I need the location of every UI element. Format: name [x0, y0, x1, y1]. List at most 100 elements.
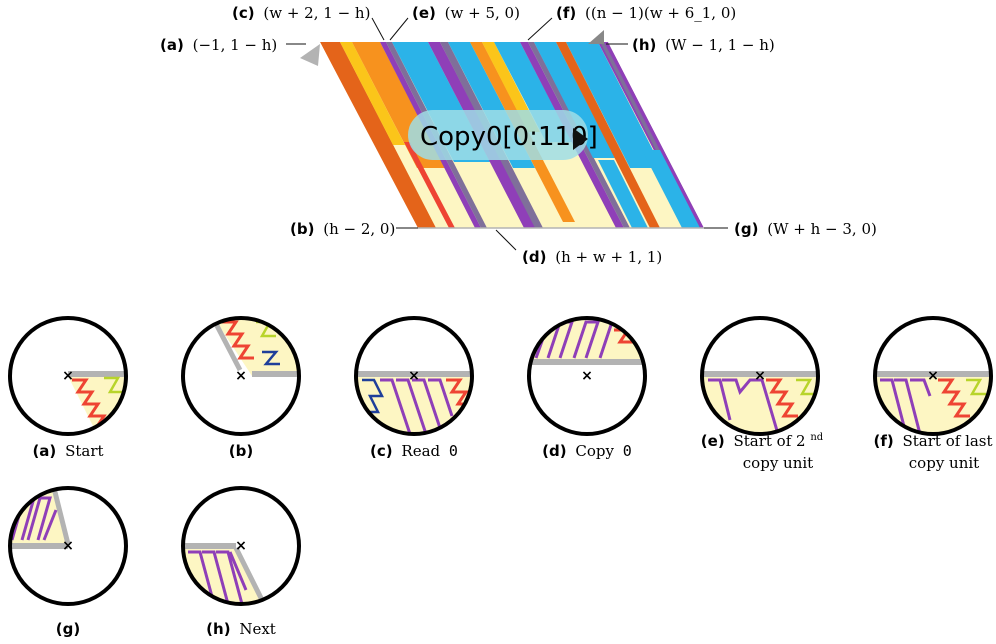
point-label-e: (e) (w + 5, 0)	[412, 4, 520, 22]
panel-e-contents	[702, 371, 818, 434]
caption-a: (a) Start	[32, 442, 103, 460]
lime-zigzag	[104, 376, 124, 394]
leader-d	[495, 229, 517, 251]
point-coord-g: (W + h − 3, 0)	[767, 220, 877, 238]
caption-sup-e: nd	[810, 432, 823, 443]
caption-text-h: Next	[239, 620, 276, 638]
caption-g: (g)	[56, 620, 80, 638]
main-diagram: Copy0[0:110] (a) (−1, 1 − h) (b) (h − 2,…	[160, 4, 877, 266]
panel-b-circle	[181, 316, 301, 436]
panel-g-circle	[8, 486, 128, 606]
point-coord-b: (h − 2, 0)	[323, 220, 395, 238]
play-triangle-icon	[573, 128, 588, 150]
red-zigzag	[938, 378, 970, 418]
zoom-panel-g: ×	[8, 486, 128, 606]
panel-f-circle	[873, 316, 993, 436]
panel-captions: (a) Start (b) (c) Read 0 (d) Copy 0 (e) …	[32, 432, 992, 638]
marker-h-icon	[588, 30, 604, 44]
navy-zigzag	[362, 378, 385, 414]
panel-b-contents	[211, 318, 299, 377]
caption-text-e: Start of 2	[733, 432, 805, 450]
panel-c-circle	[354, 316, 474, 436]
marker-a-icon	[300, 44, 320, 66]
point-tag-c: (c)	[232, 4, 255, 22]
point-coord-h: (W − 1, 1 − h)	[665, 36, 775, 54]
panel-c-contents	[356, 371, 472, 434]
zoom-panel-e: ×	[700, 316, 820, 436]
leader-lines	[286, 17, 728, 251]
point-tag-b: (b)	[290, 220, 314, 238]
stripe-blue-7	[598, 160, 648, 228]
leader-c	[371, 17, 385, 41]
cross-icon: ×	[754, 368, 766, 384]
caption-text-f: Start of last	[903, 432, 993, 450]
caption-line2-f: copy unit	[909, 454, 979, 472]
panel-d-circle	[527, 316, 647, 436]
point-tag-e: (e)	[412, 4, 436, 22]
lime-zigzag	[966, 378, 986, 396]
caption-mono-c: 0	[449, 442, 458, 460]
zoom-panel-h: ×	[181, 486, 301, 606]
leader-e	[389, 17, 409, 41]
point-tag-f: (f)	[556, 4, 576, 22]
point-coord-c: (w + 2, 1 − h)	[263, 4, 370, 22]
copy-label: Copy0[0:110]	[420, 122, 598, 152]
leader-f	[527, 17, 553, 41]
red-zigzag	[766, 378, 798, 418]
point-labels: (a) (−1, 1 − h) (b) (h − 2, 0) (c) (w + …	[160, 4, 877, 266]
pale-region	[702, 376, 818, 434]
caption-c: (c) Read 0	[370, 442, 458, 460]
purple-stripes	[708, 378, 780, 434]
cross-icon: ×	[408, 368, 420, 384]
point-label-g: (g) (W + h − 3, 0)	[734, 220, 877, 238]
cross-icon: ×	[62, 368, 74, 384]
stripe-blue-6	[642, 150, 700, 228]
caption-mono-d: 0	[623, 442, 632, 460]
zoom-panel-a: ×	[8, 316, 128, 436]
purple-stripes	[880, 378, 932, 434]
navy-zigzag	[262, 350, 280, 366]
caption-text-d: Copy	[575, 442, 614, 460]
stripe-blue-4	[534, 42, 615, 158]
caption-b: (b)	[229, 442, 253, 460]
point-label-c: (c) (w + 2, 1 − h)	[232, 4, 370, 22]
copy-bubble	[408, 110, 588, 160]
caption-h: (h) Next	[206, 620, 276, 638]
caption-f: (f) Start of last	[873, 432, 992, 450]
point-label-f: (f) ((n − 1)(w + 6_1, 0)	[556, 4, 736, 22]
gray-track-slant	[211, 318, 243, 372]
caption-tag-a: (a)	[32, 442, 56, 460]
point-label-h: (h) (W − 1, 1 − h)	[632, 36, 775, 54]
cross-icon: ×	[581, 368, 593, 384]
stripe-orange	[320, 42, 436, 228]
caption-tag-f: (f)	[873, 432, 893, 450]
stripe-yellow	[340, 42, 405, 145]
caption-tag-d: (d)	[542, 442, 566, 460]
point-coord-e: (w + 5, 0)	[445, 4, 520, 22]
point-label-d: (d) (h + w + 1, 1)	[522, 248, 662, 266]
point-coord-f: ((n − 1)(w + 6_1, 0)	[585, 4, 736, 22]
red-zigzag	[222, 320, 254, 360]
panel-a-circle	[8, 316, 128, 436]
caption-line2-e: copy unit	[743, 454, 813, 472]
caption-tag-c: (c)	[370, 442, 393, 460]
zoom-panel-d: ×	[527, 316, 647, 436]
purple-stripes	[188, 550, 248, 604]
stripe-red	[404, 142, 455, 228]
point-tag-a: (a)	[160, 36, 184, 54]
stripe-orange-3	[556, 42, 660, 228]
point-label-b: (b) (h − 2, 0)	[290, 220, 395, 238]
caption-text-c: Read	[401, 442, 440, 460]
stripe-blue-5	[566, 42, 662, 168]
red-zigzag	[446, 378, 472, 406]
point-tag-d: (d)	[522, 248, 546, 266]
zoom-panel-b: ×	[181, 316, 301, 436]
point-tag-g: (g)	[734, 220, 758, 238]
point-tag-h: (h)	[632, 36, 656, 54]
zoom-panel-f: ×	[873, 316, 993, 436]
point-coord-a: (−1, 1 − h)	[193, 36, 278, 54]
point-coord-d: (h + w + 1, 1)	[555, 248, 662, 266]
zoom-panel-c: ×	[354, 316, 474, 436]
gray-track-slant	[233, 546, 267, 604]
